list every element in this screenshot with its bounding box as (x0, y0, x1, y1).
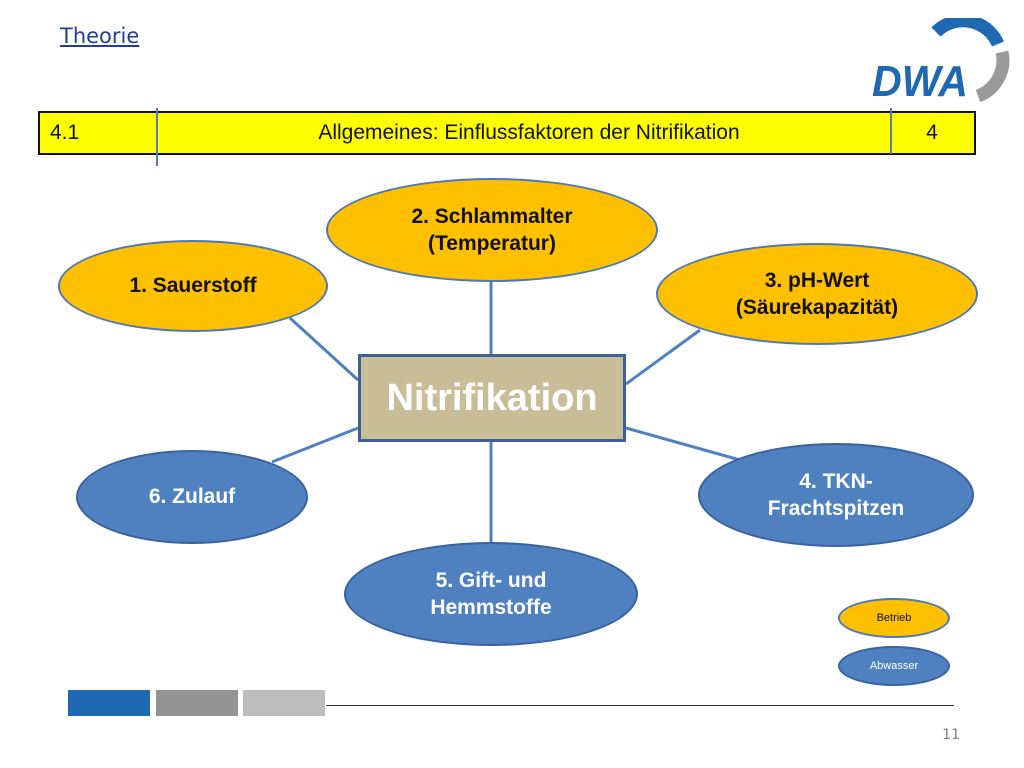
section-page-ref: 4 (926, 121, 938, 144)
factor-tkn-frachtspitzen: 4. TKN- Frachtspitzen (698, 443, 974, 547)
connector-zulauf (271, 426, 359, 464)
legend-betrieb: Betrieb (838, 598, 950, 638)
logo-text: DWA (872, 57, 968, 102)
connector-tkn (625, 426, 741, 462)
factor-gift-hemmstoffe: 5. Gift- und Hemmstoffe (344, 542, 638, 646)
factor-label: 1. Sauerstoff (129, 274, 257, 298)
legend-abwasser: Abwasser (838, 646, 950, 686)
dwa-logo: DWA (866, 14, 1012, 106)
factor-sauerstoff: 1. Sauerstoff (58, 240, 328, 332)
factor-label: 3. pH-Wert (Säurekapazität) (735, 268, 899, 319)
section-title: Allgemeines: Einflussfaktoren der Nitrif… (318, 121, 740, 144)
header-separator (890, 108, 892, 154)
theory-link[interactable]: Theorie (60, 24, 140, 48)
factor-zulauf: 6. Zulauf (76, 450, 308, 544)
center-nitrifikation: Nitrifikation (358, 354, 626, 442)
factor-schlammalter: 2. Schlammalter (Temperatur) (326, 178, 658, 282)
connector-ph-wert (625, 328, 701, 386)
factor-label: 4. TKN- Frachtspitzen (767, 469, 905, 520)
factor-label: 6. Zulauf (148, 485, 236, 509)
footer-block-lightgray (243, 690, 325, 716)
factor-label: 2. Schlammalter (Temperatur) (411, 204, 573, 255)
factor-ph-wert: 3. pH-Wert (Säurekapazität) (656, 243, 978, 345)
header-separator (156, 108, 158, 166)
footer-divider (326, 705, 954, 706)
footer-block-gray (156, 690, 238, 716)
dwa-logo-icon: DWA (872, 14, 1010, 106)
footer-block-blue (68, 690, 150, 716)
section-header-bar: 4.1 Allgemeines: Einflussfaktoren der Ni… (38, 111, 976, 155)
factor-label: 5. Gift- und Hemmstoffe (430, 568, 552, 619)
connector-sauerstoff (288, 316, 360, 382)
section-number: 4.1 (50, 121, 80, 144)
page-number: 11 (942, 727, 960, 743)
